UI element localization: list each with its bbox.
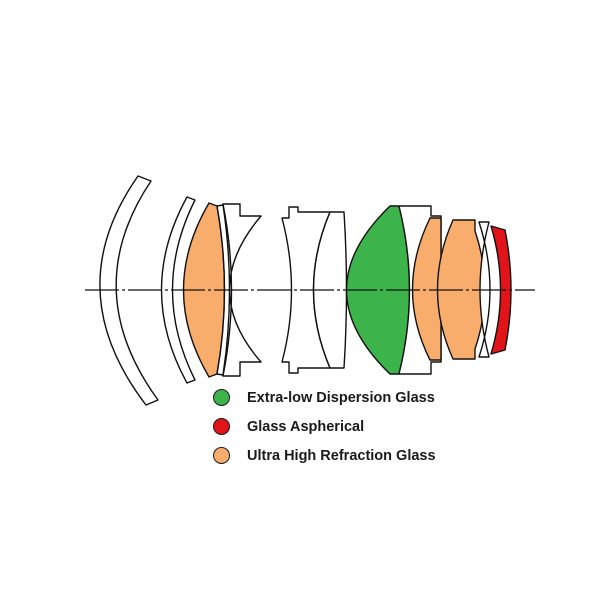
lens-element-1 [99,175,159,406]
legend-label: Glass Aspherical [247,418,365,435]
lens-element-10-ultra-high-refraction [411,217,442,361]
legend: Extra-low Dispersion Glass Glass Aspheri… [213,383,436,470]
legend-label: Ultra High Refraction Glass [247,447,436,464]
legend-item-ultra-high-refraction: Ultra High Refraction Glass [213,441,436,470]
legend-dot-red [213,418,230,435]
legend-item-aspherical: Glass Aspherical [213,412,436,441]
lens-element-5 [222,203,262,377]
legend-dot-orange [213,447,230,464]
legend-dot-green [213,389,230,406]
lens-element-2 [160,196,196,384]
legend-item-extra-low-dispersion: Extra-low Dispersion Glass [213,383,436,412]
legend-label: Extra-low Dispersion Glass [247,389,435,406]
